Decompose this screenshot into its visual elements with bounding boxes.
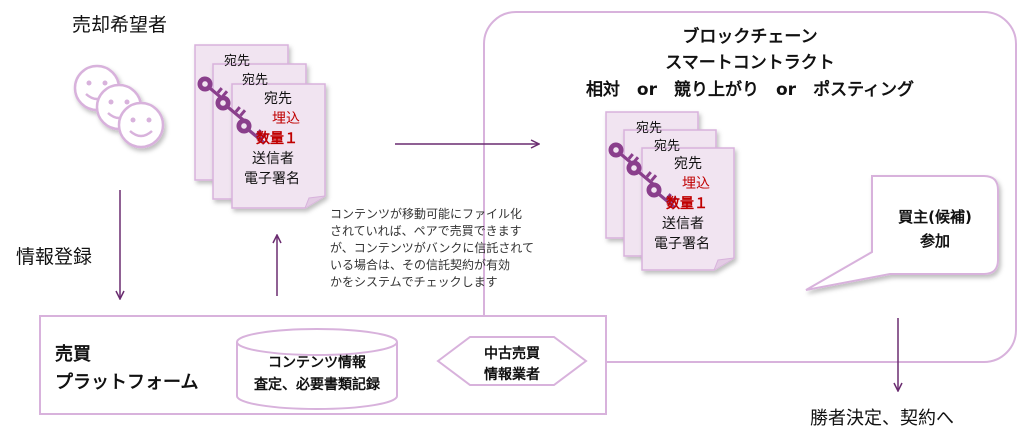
doc-back1-addressee: 宛先 (224, 54, 251, 69)
buyer-speech-bubble (805, 175, 999, 291)
doc-quantity: 数量１ (256, 131, 298, 147)
winner-label: 勝者決定、契約へ (810, 408, 954, 429)
document-front (231, 83, 326, 209)
platform-title-line1: 売買 (55, 344, 91, 365)
doc-addressee: 宛先 (264, 91, 292, 107)
doc2-sender: 送信者 (662, 216, 704, 232)
blockchain-container (483, 11, 1017, 363)
doc2-back1-addressee: 宛先 (636, 121, 663, 136)
note-line: されていれば、ペアで売買できます (330, 224, 522, 238)
doc2-addressee: 宛先 (674, 156, 702, 172)
database-cylinder-icon (236, 328, 398, 410)
note-line: コンテンツが移動可能にファイル化 (330, 207, 523, 221)
doc2-signature: 電子署名 (654, 236, 710, 252)
doc-back2-addressee: 宛先 (242, 73, 269, 88)
dealer-line2: 情報業者 (484, 367, 540, 383)
note-line: が、コンテンツがバンクに信託されて (330, 241, 535, 255)
dealer-hexagon-icon (436, 336, 588, 386)
seller-document-stack (194, 44, 326, 209)
blockchain-title-line2: スマートコントラクト (665, 53, 835, 73)
doc2-embedded: 埋込 (682, 176, 710, 192)
contract-document-stack (605, 111, 735, 271)
doc-sender: 送信者 (252, 151, 294, 167)
buyer-line2: 参加 (919, 232, 950, 250)
doc2-back2-addressee: 宛先 (654, 139, 681, 154)
db-line2: 査定、必要書類記録 (254, 377, 380, 393)
buyer-line1: 買主(候補) (898, 208, 972, 226)
platform-title-line2: プラットフォーム (55, 372, 199, 393)
blockchain-title-line1: ブロックチェーン (682, 27, 818, 47)
note-line: かをシステムでチェックします (330, 275, 498, 289)
seller-label: 売却希望者 (72, 14, 168, 36)
seller-faces-icon (73, 64, 165, 149)
doc-signature: 電子署名 (244, 171, 300, 187)
info-registration-label: 情報登録 (16, 246, 93, 268)
doc2-quantity: 数量１ (666, 196, 708, 212)
dealer-line1: 中古売買 (484, 346, 540, 362)
db-line1: コンテンツ情報 (268, 355, 366, 371)
note-line: いる場合は、その信託契約が有効 (330, 258, 511, 272)
doc-embedded: 埋込 (272, 111, 300, 127)
blockchain-title-line3: 相対 or 競り上がり or ポスティング (585, 80, 915, 100)
note-text: コンテンツが移動可能にファイル化 されていれば、ペアで売買できます が、コンテン… (330, 206, 580, 291)
